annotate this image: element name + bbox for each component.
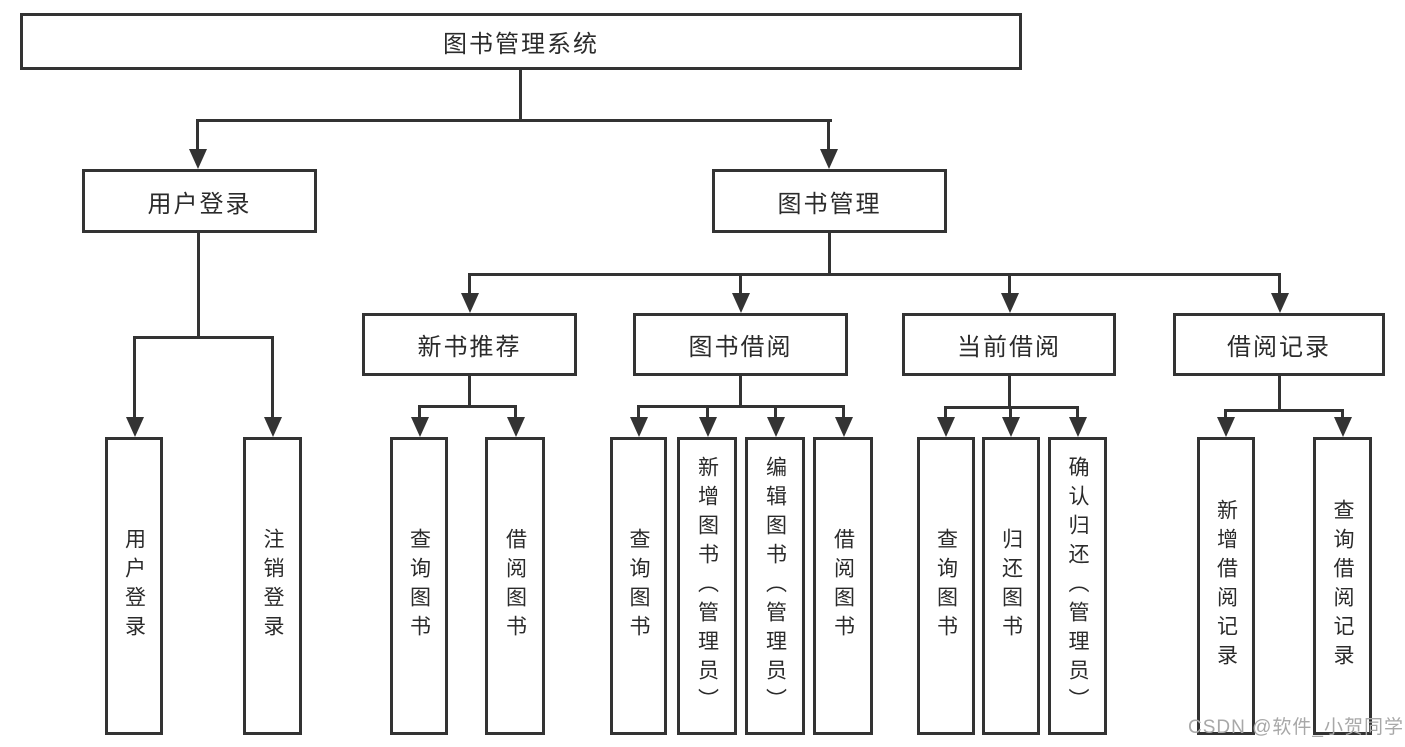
node-label: 新书推荐 — [417, 334, 522, 361]
node-user-login: 用户登录 — [82, 169, 317, 233]
connector-drop-current-borrow — [1008, 273, 1011, 295]
arrow-down-icon — [767, 417, 785, 437]
leaf-label: 借阅图书 — [831, 528, 855, 644]
arrow-down-icon — [264, 417, 282, 437]
connector-records-bus — [1224, 409, 1344, 412]
connector-root-trunk — [519, 70, 522, 119]
connector-drop-leaf — [774, 405, 777, 419]
connector-recommend-bus — [418, 405, 517, 408]
leaf-label: 查询借阅记录 — [1331, 499, 1354, 673]
connector-drop-book-management — [827, 119, 830, 151]
connector-drop-leaf — [271, 336, 274, 420]
arrow-down-icon — [820, 149, 838, 169]
leaf-label: 查询图书 — [934, 528, 958, 644]
leaf-label: 确认归还（管理员） — [1066, 455, 1089, 717]
node-label: 图书借阅 — [688, 334, 793, 361]
node-new-book-recommend: 新书推荐 — [362, 313, 577, 376]
connector-current-trunk — [1008, 376, 1011, 406]
connector-drop-leaf — [418, 405, 421, 419]
leaf-logout: 注销登录 — [243, 437, 302, 735]
leaf-query-borrow-record: 查询借阅记录 — [1313, 437, 1372, 735]
arrow-down-icon — [937, 417, 955, 437]
leaf-confirm-return-admin: 确认归还（管理员） — [1048, 437, 1107, 735]
connector-drop-leaf — [1009, 406, 1012, 419]
connector-drop-new-recommend — [468, 273, 471, 295]
connector-drop-leaf — [706, 405, 709, 419]
leaf-query-books: 查询图书 — [917, 437, 975, 735]
arrow-down-icon — [630, 417, 648, 437]
connector-login-bus — [133, 336, 274, 339]
leaf-user-login: 用户登录 — [105, 437, 163, 735]
connector-drop-book-borrow — [739, 273, 742, 295]
leaf-label: 注销登录 — [261, 528, 284, 644]
connector-drop-leaf — [944, 406, 947, 419]
leaf-query-books: 查询图书 — [390, 437, 448, 735]
arrow-down-icon — [699, 417, 717, 437]
arrow-down-icon — [835, 417, 853, 437]
leaf-label: 用户登录 — [122, 528, 146, 644]
node-book-borrow: 图书借阅 — [633, 313, 848, 376]
leaf-label: 新增图书（管理员） — [695, 455, 719, 717]
connector-borrow-bus — [637, 405, 844, 408]
connector-root-bus — [196, 119, 832, 122]
csdn-watermark: CSDN @软件_小贺同学 — [1188, 717, 1404, 738]
leaf-label: 借阅图书 — [503, 528, 527, 644]
arrow-down-icon — [126, 417, 144, 437]
arrow-down-icon — [1217, 417, 1235, 437]
arrow-down-icon — [1001, 293, 1019, 313]
node-borrow-records: 借阅记录 — [1173, 313, 1385, 376]
leaf-label: 编辑图书（管理员） — [763, 455, 787, 717]
connector-mgmt-trunk — [828, 233, 831, 273]
arrow-down-icon — [732, 293, 750, 313]
arrow-down-icon — [189, 149, 207, 169]
leaf-return-books: 归还图书 — [982, 437, 1040, 735]
node-label: 图书管理 — [777, 190, 882, 218]
leaf-borrow-books: 借阅图书 — [813, 437, 873, 735]
connector-drop-user-login — [196, 119, 199, 151]
node-label: 用户登录 — [147, 190, 252, 218]
leaf-borrow-books: 借阅图书 — [485, 437, 545, 735]
node-current-borrow: 当前借阅 — [902, 313, 1116, 376]
connector-drop-leaf — [1341, 409, 1344, 419]
node-book-management: 图书管理 — [712, 169, 947, 233]
leaf-label: 新增借阅记录 — [1214, 499, 1238, 673]
connector-drop-leaf — [842, 405, 845, 419]
leaf-query-books: 查询图书 — [610, 437, 667, 735]
connector-drop-leaf — [514, 405, 517, 419]
connector-borrow-trunk — [739, 376, 742, 405]
leaf-add-borrow-record: 新增借阅记录 — [1197, 437, 1255, 735]
connector-recommend-trunk — [468, 376, 471, 405]
arrow-down-icon — [1002, 417, 1020, 437]
leaf-label: 归还图书 — [999, 528, 1023, 644]
node-label: 当前借阅 — [957, 334, 1061, 361]
node-label: 图书管理系统 — [443, 31, 599, 58]
arrow-down-icon — [1334, 417, 1352, 437]
arrow-down-icon — [507, 417, 525, 437]
arrow-down-icon — [1069, 417, 1087, 437]
connector-drop-leaf — [1076, 406, 1079, 419]
node-library-management-system: 图书管理系统 — [20, 13, 1022, 70]
connector-drop-leaf — [637, 405, 640, 419]
connector-drop-leaf — [1224, 409, 1227, 419]
connector-login-trunk — [197, 233, 200, 336]
connector-drop-leaf — [133, 336, 136, 420]
leaf-edit-books-admin: 编辑图书（管理员） — [745, 437, 805, 735]
node-label: 借阅记录 — [1227, 334, 1331, 361]
arrow-down-icon — [1271, 293, 1289, 313]
leaf-label: 查询图书 — [407, 528, 431, 644]
connector-mgmt-bus — [468, 273, 1281, 276]
arrow-down-icon — [461, 293, 479, 313]
leaf-label: 查询图书 — [627, 528, 650, 644]
connector-drop-borrow-records — [1278, 273, 1281, 295]
connector-records-trunk — [1278, 376, 1281, 409]
arrow-down-icon — [411, 417, 429, 437]
leaf-add-books-admin: 新增图书（管理员） — [677, 437, 737, 735]
